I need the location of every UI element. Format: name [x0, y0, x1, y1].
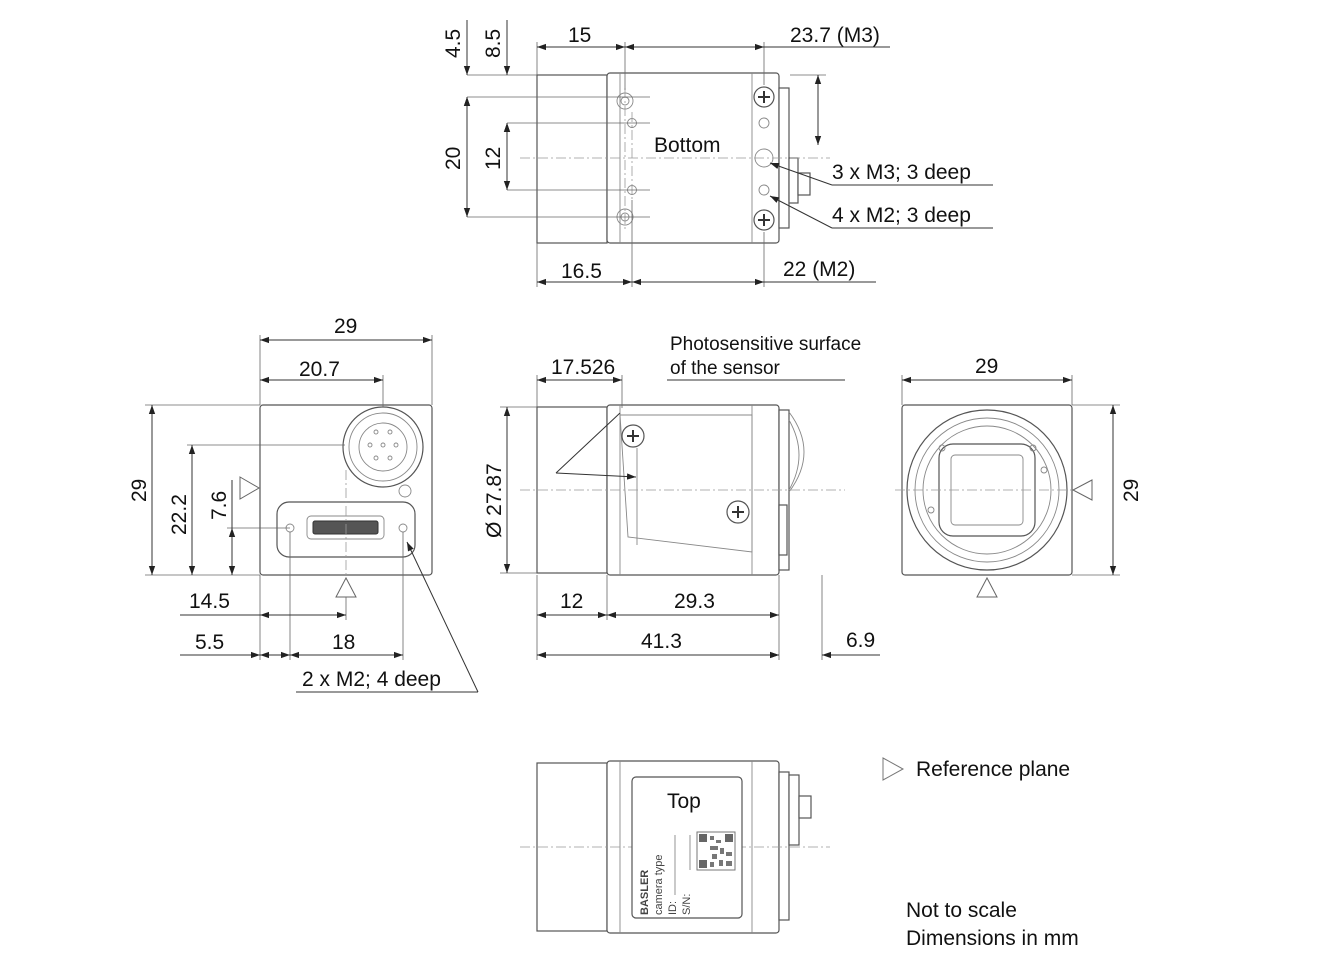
sensor-note-line1: Photosensitive surface	[670, 334, 861, 355]
sticker-id: ID:	[667, 901, 679, 915]
io-connector-icon	[342, 406, 424, 488]
dim-6-9: 6.9	[846, 629, 875, 652]
bottom-view: 4.5 8.5 15 23.7 (M3) 20 12 Bottom 3 x M3…	[442, 20, 993, 287]
note-not-to-scale: Not to scale	[906, 899, 1017, 922]
sensor-note-line2: of the sensor	[670, 358, 781, 379]
dim-29-front-width: 29	[975, 355, 998, 378]
reference-plane-icon	[882, 757, 905, 781]
dim-22-2: 22.2	[168, 494, 191, 535]
legend-reference-plane: Reference plane	[916, 758, 1070, 781]
dim-7-6: 7.6	[208, 491, 231, 520]
dim-23-7: 23.7 (M3)	[790, 24, 880, 47]
reference-plane-icon	[335, 576, 357, 598]
bottom-label: Bottom	[654, 134, 721, 157]
dim-diameter: Ø 27.87	[483, 463, 506, 538]
dim-15: 15	[568, 24, 591, 47]
dim-16-5: 16.5	[561, 260, 602, 283]
screw-icon	[726, 500, 750, 524]
status-led	[398, 484, 412, 498]
screw-icon	[621, 424, 645, 448]
front-view: 29 29	[895, 355, 1143, 598]
reference-plane-icon	[239, 476, 260, 500]
note-dimensions-mm: Dimensions in mm	[906, 927, 1079, 950]
reference-plane-icon	[1071, 479, 1093, 501]
sticker-sn: S/N:	[681, 894, 693, 915]
dim-14-5: 14.5	[189, 590, 230, 613]
legend: Reference plane Not to scale Dimensions …	[882, 757, 1079, 950]
dim-17-526: 17.526	[551, 356, 615, 379]
sticker-camera-type: camera type	[653, 854, 665, 915]
top-label: Top	[667, 790, 701, 813]
dim-20: 20	[442, 147, 465, 170]
callout-2xm2: 2 x M2; 4 deep	[302, 668, 441, 691]
dim-41-3: 41.3	[641, 630, 682, 653]
reference-plane-icon	[976, 576, 998, 598]
bottom-lens-housing	[536, 74, 608, 244]
dim-8-5: 8.5	[482, 29, 505, 58]
callout-m2: 4 x M2; 3 deep	[832, 204, 971, 227]
dim-22-m2: 22 (M2)	[783, 258, 855, 281]
qr-code-icon	[696, 831, 736, 871]
back-view: 29 20.7 29 22.2 7.6 14.5 5.5 18 2 x M2; …	[128, 315, 479, 693]
dim-18: 18	[332, 631, 355, 654]
screw-icon	[753, 209, 775, 231]
dim-29-width: 29	[334, 315, 357, 338]
dim-20-7: 20.7	[299, 358, 340, 381]
dim-4-5: 4.5	[442, 29, 465, 58]
dim-12-side: 12	[560, 590, 583, 613]
screw-icon	[753, 86, 775, 108]
side-view: Photosensitive surface of the sensor 17.…	[483, 334, 880, 660]
dim-29-3: 29.3	[674, 590, 715, 613]
sticker-brand: BASLER	[639, 870, 651, 915]
label-sticker	[631, 776, 743, 919]
callout-m3: 3 x M3; 3 deep	[832, 161, 971, 184]
top-view: BASLER camera type ID: S/N: Top	[520, 760, 830, 934]
dim-12: 12	[482, 147, 505, 170]
dim-29-height: 29	[128, 479, 151, 502]
dim-29-front-height: 29	[1120, 479, 1143, 502]
dim-5-5: 5.5	[195, 631, 224, 654]
